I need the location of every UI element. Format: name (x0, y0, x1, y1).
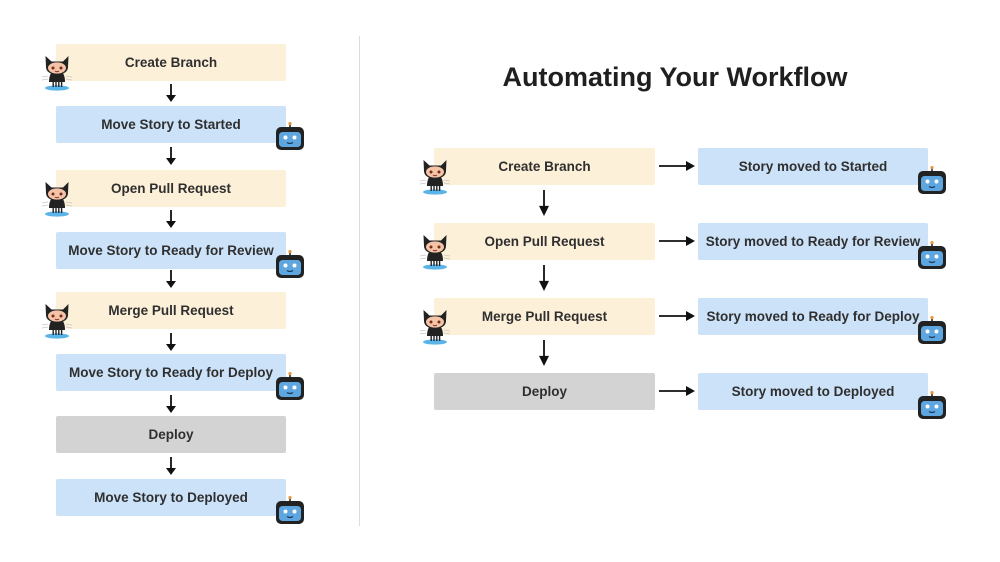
step-merge-pull-request: Merge Pull Request (56, 292, 286, 329)
robot-icon (916, 166, 948, 196)
result-story-ready-deploy: Story moved to Ready for Deploy (698, 298, 928, 335)
step-move-story-ready-deploy: Move Story to Ready for Deploy (56, 354, 286, 391)
arrow-down-icon (165, 270, 177, 288)
result-story-deployed: Story moved to Deployed (698, 373, 928, 410)
arrow-down-icon (165, 147, 177, 165)
arrow-down-icon (165, 395, 177, 413)
arrow-right-icon (659, 385, 695, 397)
robot-icon (274, 496, 306, 526)
arrow-down-icon (538, 340, 550, 366)
arrow-down-icon (538, 190, 550, 216)
arrow-down-icon (165, 210, 177, 228)
step-move-story-deployed: Move Story to Deployed (56, 479, 286, 516)
result-story-started: Story moved to Started (698, 148, 928, 185)
octocat-icon (418, 157, 452, 195)
column-divider (359, 36, 360, 526)
step-move-story-started: Move Story to Started (56, 106, 286, 143)
action-deploy: Deploy (434, 373, 655, 410)
octocat-icon (418, 232, 452, 270)
octocat-icon (40, 53, 74, 91)
arrow-right-icon (659, 235, 695, 247)
robot-icon (274, 372, 306, 402)
octocat-icon (418, 307, 452, 345)
arrow-down-icon (165, 333, 177, 351)
step-create-branch: Create Branch (56, 44, 286, 81)
step-move-story-ready-review: Move Story to Ready for Review (56, 232, 286, 269)
action-merge-pull-request: Merge Pull Request (434, 298, 655, 335)
arrow-down-icon (165, 84, 177, 102)
octocat-icon (40, 301, 74, 339)
arrow-down-icon (538, 265, 550, 291)
action-open-pull-request: Open Pull Request (434, 223, 655, 260)
robot-icon (274, 250, 306, 280)
result-story-ready-review: Story moved to Ready for Review (698, 223, 928, 260)
step-deploy: Deploy (56, 416, 286, 453)
arrow-right-icon (659, 160, 695, 172)
step-open-pull-request: Open Pull Request (56, 170, 286, 207)
robot-icon (916, 241, 948, 271)
page-title: Automating Your Workflow (502, 62, 848, 92)
octocat-icon (40, 179, 74, 217)
action-create-branch: Create Branch (434, 148, 655, 185)
robot-icon (916, 391, 948, 421)
robot-icon (274, 122, 306, 152)
arrow-right-icon (659, 310, 695, 322)
robot-icon (916, 316, 948, 346)
arrow-down-icon (165, 457, 177, 475)
